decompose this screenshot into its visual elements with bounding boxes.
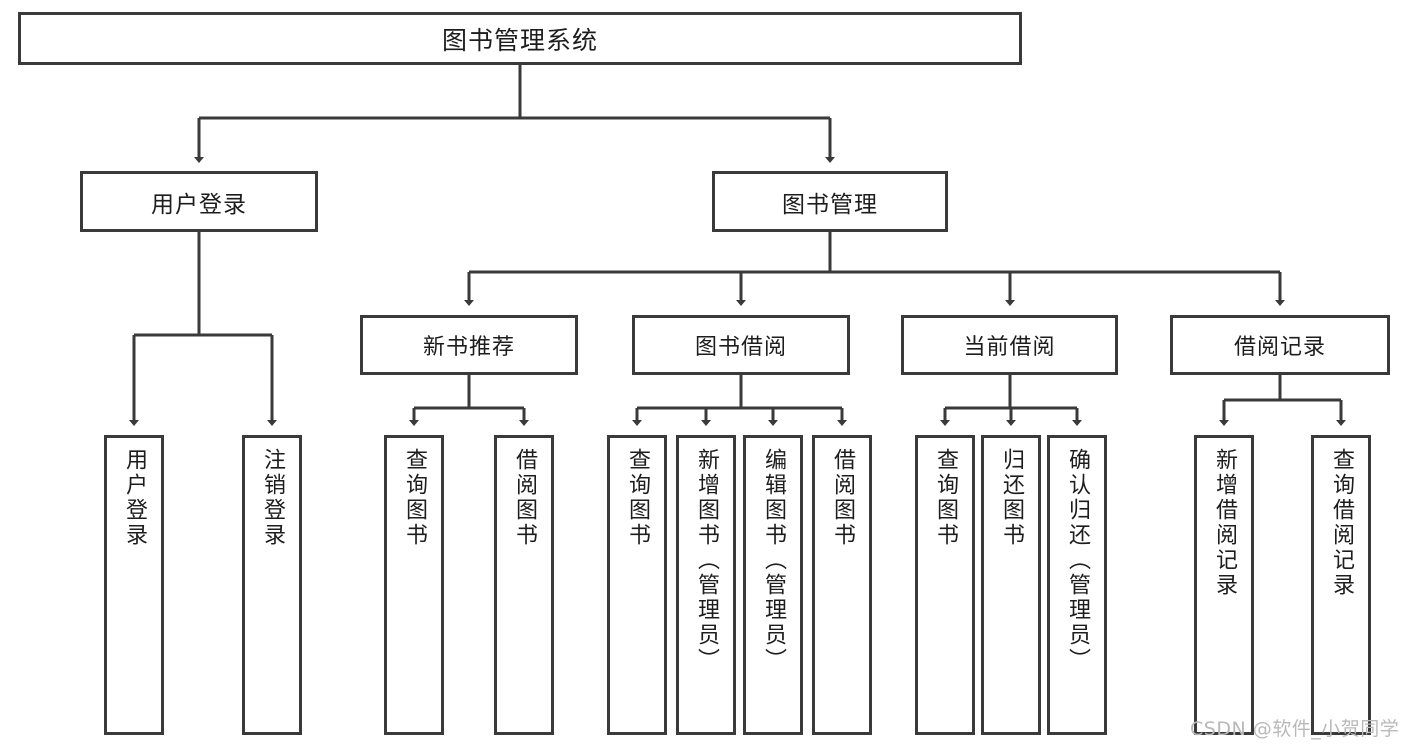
node-label: 图书管理 <box>782 191 878 218</box>
leaf-recommend-borrow-book[interactable]: 借阅图书 <box>494 435 554 735</box>
node-label: 新书推荐 <box>422 335 515 360</box>
leaf-user-login-query[interactable]: 用户登录 <box>104 435 164 735</box>
leaf-current-confirm-return-admin[interactable]: 确认归还（管理员） <box>1047 435 1107 735</box>
node-label: 确认归还（管理员） <box>1064 448 1090 673</box>
node-new-book-recommend[interactable]: 新书推荐 <box>360 315 578 375</box>
node-label: 用户登录 <box>151 191 247 218</box>
node-book-borrow[interactable]: 图书借阅 <box>632 315 850 375</box>
leaf-borrow-query-book[interactable]: 查询图书 <box>607 435 667 735</box>
node-label: 查询图书 <box>932 448 958 548</box>
node-label: 图书管理系统 <box>441 25 598 55</box>
node-label: 图书借阅 <box>694 335 787 360</box>
node-label: 查询借阅记录 <box>1328 448 1354 598</box>
node-label: 编辑图书（管理员） <box>760 448 786 673</box>
leaf-current-query-book[interactable]: 查询图书 <box>915 435 975 735</box>
node-label: 借阅记录 <box>1233 335 1326 360</box>
node-borrow-record[interactable]: 借阅记录 <box>1170 315 1390 375</box>
node-root-book-management-system[interactable]: 图书管理系统 <box>18 12 1022 65</box>
node-label: 新增借阅记录 <box>1211 448 1237 598</box>
node-label: 归还图书 <box>998 448 1024 548</box>
node-label: 查询图书 <box>624 448 650 548</box>
node-label: 查询图书 <box>401 448 427 548</box>
watermark-text: CSDN @软件_小贺同学 <box>1190 718 1400 740</box>
node-label: 注销登录 <box>259 448 285 548</box>
leaf-borrow-add-book-admin[interactable]: 新增图书（管理员） <box>676 435 736 735</box>
leaf-record-add-borrow-record[interactable]: 新增借阅记录 <box>1194 435 1254 735</box>
leaf-current-return-book[interactable]: 归还图书 <box>981 435 1041 735</box>
leaf-user-logout[interactable]: 注销登录 <box>242 435 302 735</box>
leaf-record-query-borrow-record[interactable]: 查询借阅记录 <box>1311 435 1371 735</box>
node-label: 借阅图书 <box>829 448 855 548</box>
leaf-borrow-borrow-book[interactable]: 借阅图书 <box>812 435 872 735</box>
leaf-borrow-edit-book-admin[interactable]: 编辑图书（管理员） <box>743 435 803 735</box>
node-label: 当前借阅 <box>963 335 1056 360</box>
node-book-management[interactable]: 图书管理 <box>712 171 948 232</box>
node-current-borrow[interactable]: 当前借阅 <box>901 315 1118 375</box>
node-user-login[interactable]: 用户登录 <box>80 171 318 232</box>
node-label: 借阅图书 <box>511 448 537 548</box>
node-label: 新增图书（管理员） <box>693 448 719 673</box>
leaf-recommend-query-book[interactable]: 查询图书 <box>384 435 444 735</box>
node-label: 用户登录 <box>121 448 147 548</box>
